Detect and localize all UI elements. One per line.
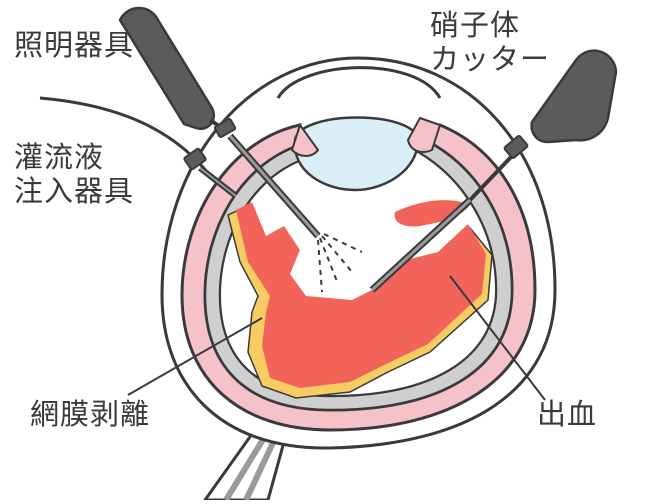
label-illumination-text: 照明器具	[14, 28, 135, 62]
label-infusion-line2: 注入器具	[14, 174, 135, 208]
label-infusion-instrument: 灌流液 注入器具	[14, 140, 134, 208]
illumination-instrument	[118, 6, 321, 239]
infusion-instrument	[39, 96, 238, 199]
label-detachment-text: 網膜剥離	[30, 397, 151, 431]
label-cutter-line1: 硝子体	[430, 8, 521, 42]
hemorrhage-area	[236, 202, 486, 388]
lens	[293, 116, 420, 192]
leader-detachment	[127, 317, 263, 396]
label-hemorrhage: 出血	[537, 397, 597, 431]
leader-hemorrhage	[449, 275, 546, 401]
label-infusion-line1: 灌流液	[14, 140, 105, 174]
label-cutter-line2: カッター	[430, 42, 551, 76]
light-beam	[317, 233, 363, 293]
iris-right	[406, 116, 442, 153]
label-retinal-detachment: 網膜剥離	[30, 397, 150, 431]
iris-left	[290, 122, 320, 157]
cornea	[276, 66, 442, 99]
hemorrhage-floater	[394, 200, 470, 227]
label-vitreous-cutter: 硝子体 カッター	[430, 8, 550, 76]
label-hemorrhage-text: 出血	[537, 397, 598, 431]
label-illumination-instrument: 照明器具	[14, 28, 134, 62]
vitreous-cutter	[369, 49, 618, 293]
